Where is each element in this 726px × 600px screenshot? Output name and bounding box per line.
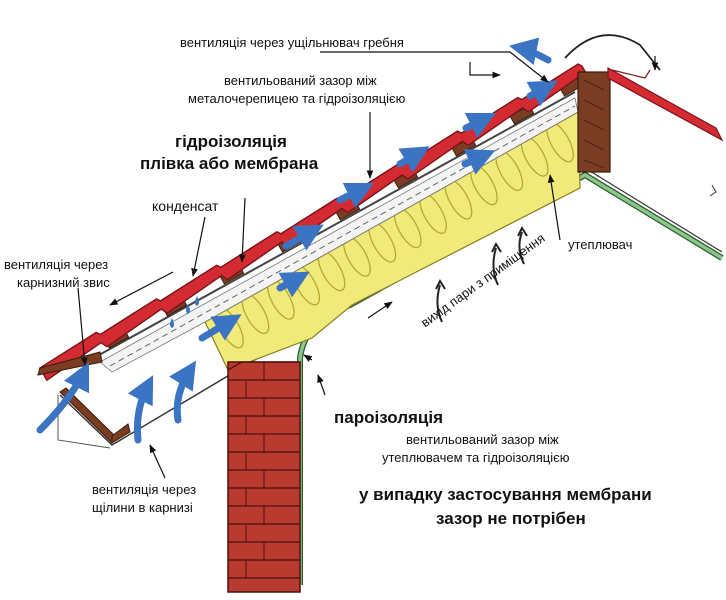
airflow-arrow	[396, 146, 430, 173]
airflow-arrows	[36, 37, 558, 444]
airflow-arrow	[526, 80, 558, 107]
right-roof-slope	[607, 66, 724, 142]
ridge-cap	[564, 34, 661, 71]
airflow-arrow	[127, 375, 154, 444]
label-insulation: утеплювач	[568, 237, 633, 252]
airflow-arrow	[198, 314, 242, 342]
label-gap-tile-1: вентильований зазор між	[224, 73, 377, 88]
label-condensate: конденсат	[152, 198, 219, 214]
airflow-arrow	[509, 37, 552, 66]
airflow-arrow	[282, 224, 324, 251]
note-line-1: у випадку застосування мембрани	[359, 485, 652, 504]
wall-top	[227, 361, 301, 372]
airflow-arrow	[336, 182, 375, 209]
interior-ceiling-right	[584, 167, 723, 253]
label-vapor-barrier: пароізоляція	[334, 408, 444, 427]
callout-lines	[77, 51, 659, 479]
label-membrane-1: гідроізоляція	[175, 132, 287, 151]
label-membrane-2: плівка або мембрана	[140, 154, 319, 173]
airflow-arrow	[36, 361, 90, 434]
label-soffit-vent-2: щілини в карнизі	[92, 500, 193, 515]
label-eave-vent-2: карнизний звис	[17, 275, 110, 290]
label-gap-tile-2: металочерепицею та гідроізоляцією	[188, 91, 406, 106]
ventilated-gap	[99, 97, 579, 373]
brick-wall	[227, 361, 301, 593]
airflow-arrow	[169, 360, 197, 424]
airflow-arrow	[276, 271, 310, 298]
condensate-drops	[170, 296, 199, 328]
label-eave-vent-1: вентиляція через	[4, 257, 109, 272]
vapor-arrows	[435, 225, 528, 323]
airflow-arrow	[461, 149, 496, 175]
label-gap-insulation-2: утеплювачем та гідроізоляцією	[382, 450, 570, 465]
label-gap-insulation-1: вентильований зазор між	[406, 432, 559, 447]
ridge-beam	[577, 71, 611, 173]
airflow-arrow	[462, 112, 497, 139]
label-ridge-vent: вентиляція через ущільнювач гребня	[180, 35, 404, 50]
label-soffit-vent-1: вентиляція через	[92, 482, 197, 497]
note-line-2: зазор не потрібен	[436, 509, 586, 528]
